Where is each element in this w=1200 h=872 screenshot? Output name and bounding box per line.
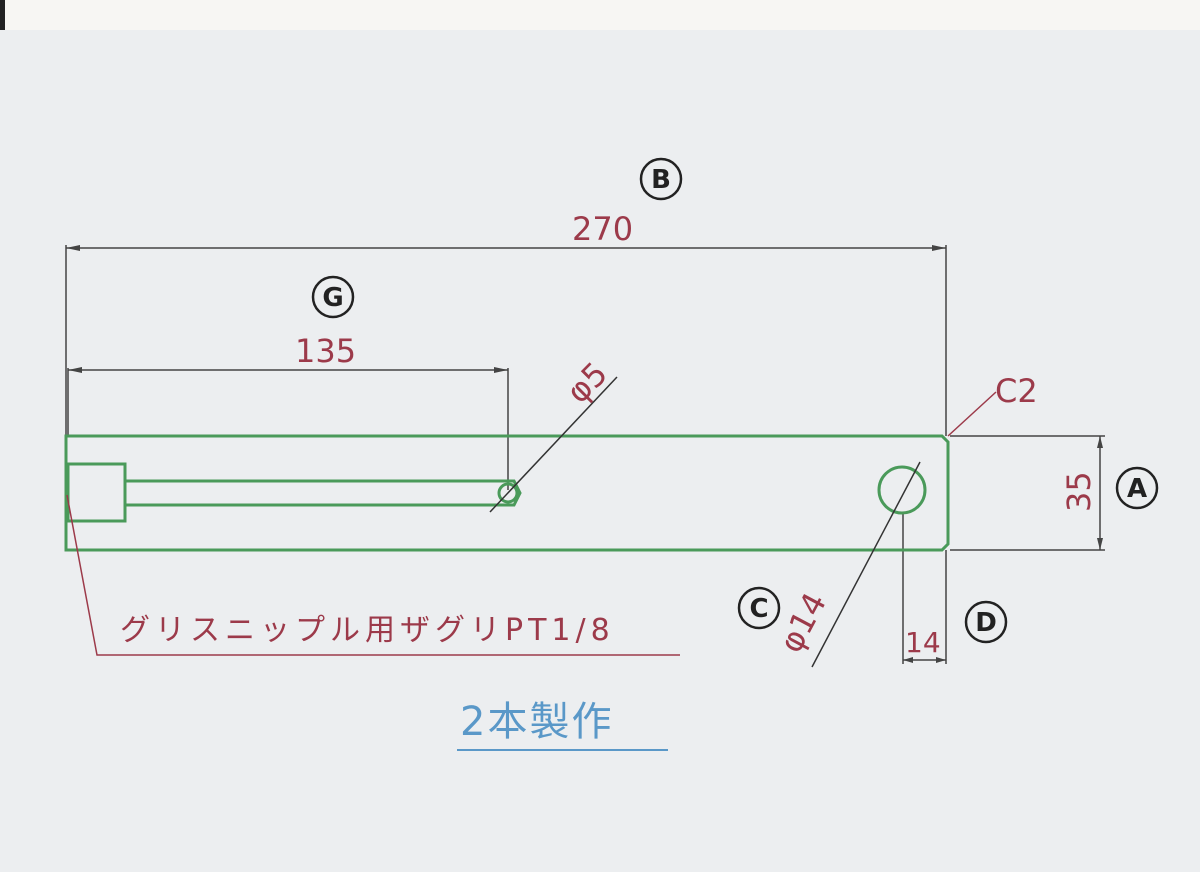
counterbore-pocket bbox=[66, 462, 127, 523]
dim-edge-distance: 14 bbox=[905, 626, 941, 659]
dim-overall-length: 270 bbox=[572, 210, 633, 248]
large-hole bbox=[877, 465, 927, 515]
callout-b: B bbox=[651, 165, 671, 195]
callout-g: G bbox=[322, 283, 343, 313]
callout-a: A bbox=[1127, 474, 1147, 504]
callout-d: D bbox=[975, 608, 997, 638]
callout-c: C bbox=[749, 594, 768, 624]
dim-chamfer: C2 bbox=[995, 372, 1038, 410]
scan-edge-mark bbox=[0, 0, 5, 30]
part-outline bbox=[64, 434, 950, 552]
note-leaders bbox=[66, 391, 997, 656]
dim-width: 35 bbox=[1060, 471, 1098, 512]
leader-phi5 bbox=[489, 376, 618, 513]
leader-lines bbox=[489, 376, 921, 668]
leader-note bbox=[66, 494, 680, 656]
bar-body bbox=[64, 434, 950, 552]
small-hole bbox=[497, 482, 519, 504]
counterbore-note: グリスニップル用ザグリPT1/8 bbox=[120, 613, 615, 648]
scan-top-margin bbox=[0, 0, 1200, 30]
leader-phi14 bbox=[811, 461, 921, 668]
dim-hole-position: 135 bbox=[295, 332, 356, 370]
callout-circles bbox=[311, 157, 1159, 644]
drill-point bbox=[500, 479, 522, 507]
dimension-arrows bbox=[66, 245, 1103, 663]
extension-lines bbox=[65, 245, 1105, 664]
quantity-note: 2本製作 bbox=[460, 699, 613, 745]
leader-c2 bbox=[947, 391, 997, 437]
dimension-lines bbox=[66, 247, 1101, 661]
dim-large-hole-dia: φ14 bbox=[772, 586, 835, 658]
dim-small-hole-dia: φ5 bbox=[559, 354, 615, 410]
